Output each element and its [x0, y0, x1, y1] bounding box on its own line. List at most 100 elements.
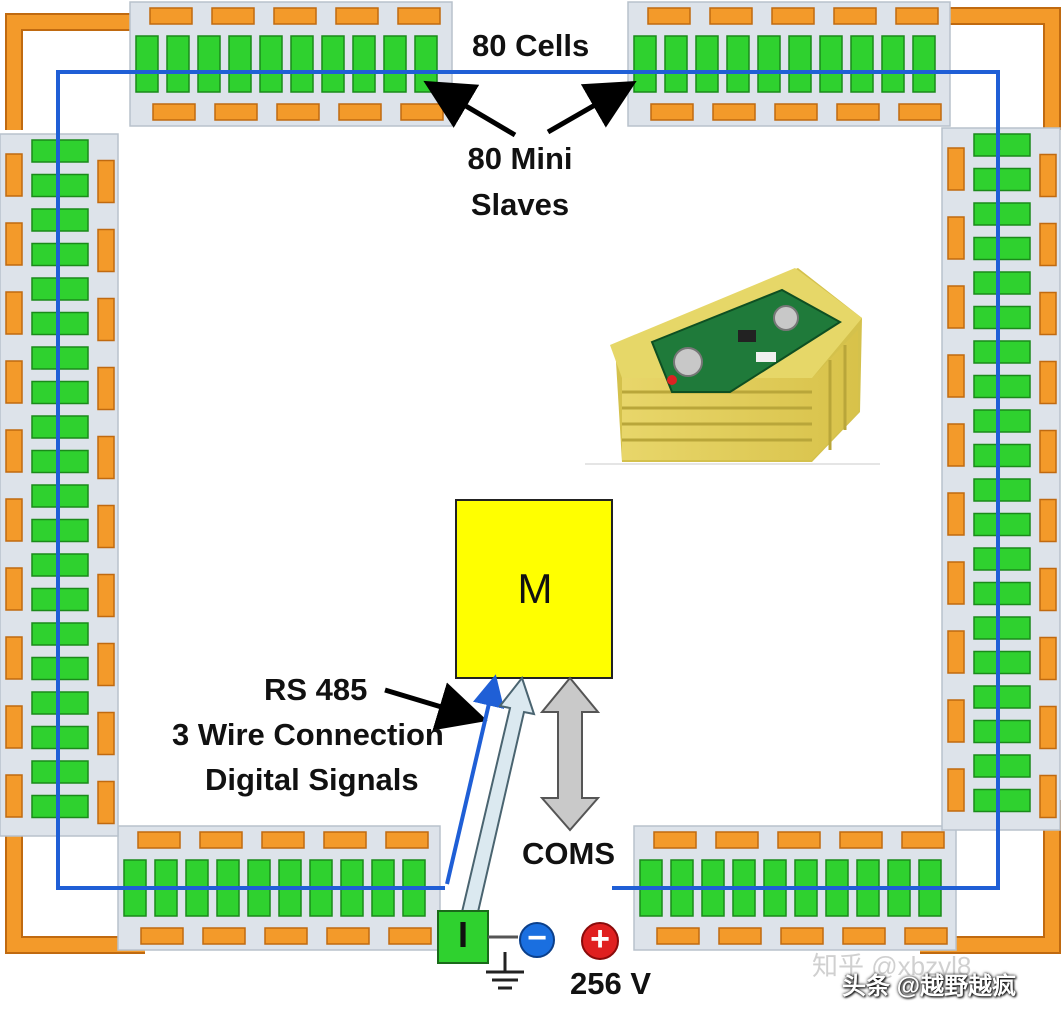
- cell: [973, 719, 1031, 744]
- cell: [912, 35, 936, 93]
- busbar: [947, 285, 965, 329]
- busbar: [97, 711, 115, 756]
- busbar: [947, 630, 965, 674]
- busbar: [780, 927, 824, 945]
- watermark-faint: 知乎 @xbzyl8: [812, 951, 972, 981]
- busbar: [947, 768, 965, 812]
- interface-label: I: [457, 914, 468, 955]
- interface-arrow: [460, 675, 536, 913]
- coms-double-arrow: [539, 676, 601, 832]
- busbar: [5, 636, 23, 680]
- cell: [726, 35, 750, 93]
- busbar: [1039, 567, 1057, 612]
- cells-count-label: 80 Cells: [472, 28, 590, 63]
- busbar: [388, 927, 432, 945]
- cell: [788, 35, 812, 93]
- busbar: [273, 7, 317, 25]
- rs485-signal-line: [445, 674, 505, 885]
- ground-icon: [486, 952, 524, 990]
- busbar: [5, 291, 23, 335]
- slaves-pointer-arrow-left: [423, 80, 517, 138]
- bus-loop-line: [56, 70, 1000, 890]
- cell: [321, 35, 345, 93]
- busbar: [947, 216, 965, 260]
- cell: [259, 35, 283, 93]
- busbar: [397, 7, 441, 25]
- corner-busbars: [5, 7, 1061, 954]
- busbar: [836, 103, 880, 121]
- busbar: [947, 147, 965, 191]
- cell-row-top-left: [129, 1, 453, 127]
- cell: [973, 547, 1031, 571]
- busbar: [5, 774, 23, 818]
- busbar: [774, 103, 818, 121]
- busbar: [904, 927, 948, 945]
- busbar: [718, 927, 762, 945]
- cell: [973, 478, 1031, 502]
- busbar: [947, 423, 965, 467]
- busbar: [202, 927, 246, 945]
- cell: [973, 788, 1031, 813]
- cell: [135, 35, 159, 93]
- cell: [973, 512, 1031, 537]
- busbar: [1039, 153, 1057, 198]
- cell: [819, 35, 843, 93]
- cell: [973, 374, 1031, 399]
- busbar: [214, 103, 258, 121]
- busbar: [947, 699, 965, 743]
- voltage-label: 256 V: [570, 966, 652, 1001]
- busbar: [261, 831, 305, 849]
- cell: [973, 202, 1031, 226]
- busbar: [5, 705, 23, 749]
- busbar: [97, 297, 115, 342]
- master-box: [455, 499, 613, 679]
- cell: [973, 167, 1031, 192]
- busbar: [5, 567, 23, 611]
- busbar: [211, 7, 255, 25]
- busbar: [839, 831, 883, 849]
- busbar: [1039, 222, 1057, 267]
- positive-terminal-label: +: [590, 920, 610, 958]
- wire-connection-label: 3 Wire Connection: [172, 717, 444, 752]
- busbar: [777, 831, 821, 849]
- cell-column-right: [941, 127, 1061, 831]
- busbar: [97, 228, 115, 273]
- busbar: [895, 7, 939, 25]
- busbar: [199, 831, 243, 849]
- cell: [352, 35, 376, 93]
- busbar: [385, 831, 429, 849]
- cell: [973, 581, 1031, 606]
- busbar: [5, 498, 23, 542]
- cell: [228, 35, 252, 93]
- busbar: [1039, 291, 1057, 336]
- busbar: [709, 7, 753, 25]
- cell: [757, 35, 781, 93]
- cell: [973, 133, 1031, 157]
- cell: [973, 443, 1031, 468]
- cell: [695, 35, 719, 93]
- busbar: [771, 7, 815, 25]
- busbar: [1039, 429, 1057, 474]
- busbar: [1039, 360, 1057, 405]
- busbar: [656, 927, 700, 945]
- busbar: [715, 831, 759, 849]
- cell-photo: [585, 268, 880, 465]
- busbar: [647, 7, 691, 25]
- cell: [166, 35, 190, 93]
- digital-signals-label: Digital Signals: [205, 762, 419, 797]
- busbar: [947, 561, 965, 605]
- busbar: [653, 831, 697, 849]
- busbar: [5, 360, 23, 404]
- busbar: [712, 103, 756, 121]
- busbar: [97, 573, 115, 618]
- cell: [383, 35, 407, 93]
- busbar: [97, 435, 115, 480]
- cell: [973, 616, 1031, 640]
- cell: [973, 305, 1031, 330]
- busbar: [137, 831, 181, 849]
- busbar: [97, 504, 115, 549]
- busbar: [149, 7, 193, 25]
- busbar: [140, 927, 184, 945]
- coms-label: COMS: [522, 836, 615, 871]
